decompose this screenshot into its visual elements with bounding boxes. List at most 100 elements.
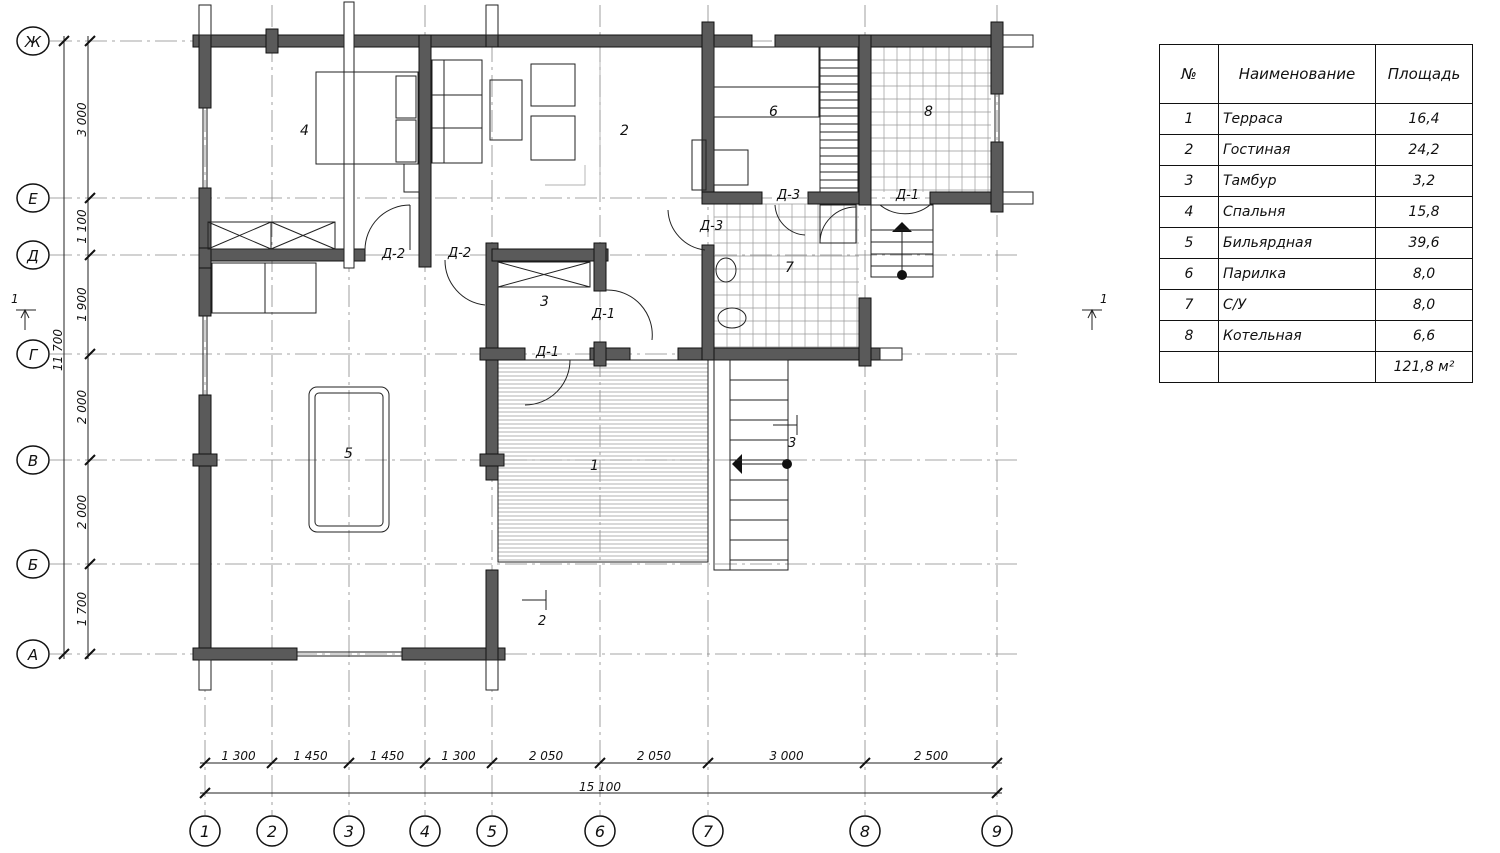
door-label: Д-1 [591, 307, 615, 322]
dimension-label: 2 000 [75, 389, 89, 424]
door-labels: Д-2 Д-2 Д-1 Д-1 Д-3 Д-3 Д-1 [381, 188, 919, 360]
room-name: Котельная [1218, 320, 1376, 352]
room-number: 7 [1159, 289, 1219, 321]
dimension-label: 1 450 [293, 749, 328, 763]
axis-label: В [28, 452, 38, 470]
dimension-label: 3 000 [769, 749, 804, 763]
axis-marker [409, 815, 441, 847]
room-label-4: 4 [300, 123, 309, 139]
room-name: С/У [1218, 289, 1376, 321]
axis-marker [584, 815, 616, 847]
axis-label: 2 [267, 822, 277, 841]
section-label-1: 1 [1100, 292, 1108, 306]
axis-label: 9 [992, 822, 1002, 841]
room-name: Бильярдная [1218, 227, 1376, 259]
room-number: 5 [1159, 227, 1219, 259]
door-label: Д-1 [535, 345, 559, 360]
axis-label: 6 [595, 822, 605, 841]
axis-label: 7 [703, 822, 714, 841]
axis-label: Е [28, 190, 38, 208]
room-area: 15,8 [1375, 196, 1473, 228]
room-name: Гостиная [1218, 134, 1376, 166]
sofa [211, 262, 317, 314]
room-name: Спальня [1218, 196, 1376, 228]
toilet-sauna [713, 149, 749, 186]
section-label-3: 3 [788, 436, 796, 451]
billiard-table [308, 386, 390, 533]
doors [364, 204, 931, 406]
table-header: № Наименование Площадь [1159, 44, 1473, 104]
furniture [207, 46, 859, 533]
axis-marker [16, 183, 50, 213]
room-label-5: 5 [344, 446, 353, 462]
room-label-3: 3 [540, 294, 549, 310]
dimension-label: 1 300 [441, 749, 476, 763]
bed [315, 71, 419, 165]
axis-marker [16, 339, 50, 369]
axis-marker [189, 815, 221, 847]
dimension-label: 2 050 [529, 749, 564, 763]
room-area: 6,6 [1375, 320, 1473, 352]
room-area: 39,6 [1375, 227, 1473, 259]
dimension-total: 11 700 [51, 329, 65, 371]
dimension-label: 1 900 [75, 287, 89, 322]
axis-marker [256, 815, 288, 847]
header-number: № [1159, 44, 1219, 104]
axis-label: Ж [24, 33, 42, 51]
dimension-label: 1 700 [75, 591, 89, 626]
dimension-label: 2 000 [75, 494, 89, 529]
armchair [530, 63, 576, 107]
room-area: 16,4 [1375, 103, 1473, 135]
armchair [530, 115, 576, 161]
terrace-floor [497, 359, 709, 563]
door-label: Д-1 [895, 188, 919, 203]
axis-marker [16, 26, 50, 56]
dimension-label: 1 100 [75, 209, 89, 244]
shower [819, 204, 857, 244]
room-area: 3,2 [1375, 165, 1473, 197]
axis-label: Б [28, 556, 38, 574]
dimension-total: 15 100 [579, 780, 621, 794]
room-name: Тамбур [1218, 165, 1376, 197]
dimension-label: 2 500 [914, 749, 949, 763]
room-number: 4 [1159, 196, 1219, 228]
door-label: Д-3 [776, 188, 800, 203]
axis-label: 8 [860, 822, 870, 841]
header-name: Наименование [1218, 44, 1376, 104]
room-area: 8,0 [1375, 258, 1473, 290]
axis-marker [476, 815, 508, 847]
sink [715, 257, 737, 283]
room-label-1: 1 [590, 458, 599, 474]
room-area: 24,2 [1375, 134, 1473, 166]
dimension-label: 2 050 [637, 749, 672, 763]
axis-marker [16, 639, 50, 669]
stairs [545, 59, 934, 571]
total-area: 121,8 м² [1375, 351, 1473, 383]
room-name: Терраса [1218, 103, 1376, 135]
axis-marker [849, 815, 881, 847]
dimension-label: 3 000 [75, 102, 89, 137]
axis-label: 3 [344, 822, 354, 841]
room-labels: 1 2 3 4 5 6 7 8 [300, 104, 933, 474]
dimension-label: 1 300 [221, 749, 256, 763]
axis-label: 1 [200, 822, 210, 841]
axis-label: А [27, 646, 38, 664]
sofa [431, 59, 483, 164]
axis-label: Д [26, 247, 39, 265]
section-label-1: 1 [11, 292, 19, 306]
axis-marker [16, 445, 50, 475]
axis-label: 4 [420, 822, 430, 841]
axis-marker [16, 549, 50, 579]
room-number: 8 [1159, 320, 1219, 352]
